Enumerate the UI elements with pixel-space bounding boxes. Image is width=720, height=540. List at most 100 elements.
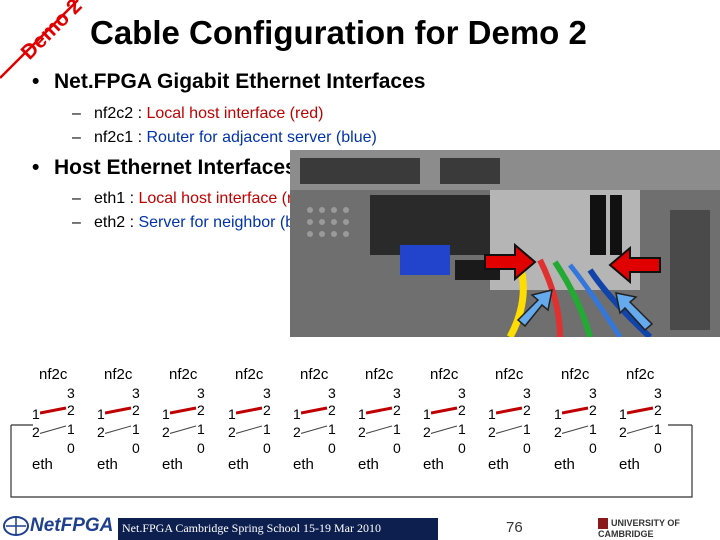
bullet-dot: • xyxy=(32,156,40,179)
bullet-dot: • xyxy=(32,70,40,93)
nf-port-0: 0 xyxy=(393,440,401,456)
university-logo: UNIVERSITY OF CAMBRIDGE xyxy=(598,518,720,539)
eth-label: eth xyxy=(358,456,379,473)
eth-port-1: 1 xyxy=(97,406,105,422)
eth-port-2: 2 xyxy=(554,424,562,440)
eth-label: eth xyxy=(228,456,249,473)
eth-port-1: 1 xyxy=(293,406,301,422)
eth-port-2: 2 xyxy=(97,424,105,440)
eth-port-2: 2 xyxy=(619,424,627,440)
nf2c1-desc: Router for adjacent server (blue) xyxy=(146,129,377,146)
nf-port-0: 0 xyxy=(67,440,75,456)
dash: – xyxy=(72,105,81,122)
eth-label: eth xyxy=(97,456,118,473)
red-local-link xyxy=(105,406,132,434)
netfpga-logo-icon xyxy=(3,516,29,536)
sub-bullet-eth1: –eth1 : Local host interface (red) xyxy=(72,190,315,208)
red-local-link xyxy=(496,406,523,434)
eth-label: eth xyxy=(293,456,314,473)
nf-port-1: 1 xyxy=(197,421,205,437)
eth-port-1: 1 xyxy=(358,406,366,422)
nf-port-3: 3 xyxy=(589,385,597,401)
nf-port-0: 0 xyxy=(132,440,140,456)
nf2c1-key: nf2c1 : xyxy=(94,129,147,146)
red-local-link xyxy=(170,406,197,434)
nf-port-0: 0 xyxy=(197,440,205,456)
nf-port-0: 0 xyxy=(328,440,336,456)
nf-port-2: 2 xyxy=(654,402,662,418)
nf-port-0: 0 xyxy=(263,440,271,456)
nf-port-1: 1 xyxy=(589,421,597,437)
eth-port-2: 2 xyxy=(488,424,496,440)
nf-port-3: 3 xyxy=(132,385,140,401)
blue-arrow-right xyxy=(615,292,654,332)
sub-bullet-eth2: –eth2 : Server for neighbor (blue) xyxy=(72,214,321,232)
sub-bullet-nf2c1: –nf2c1 : Router for adjacent server (blu… xyxy=(72,129,377,147)
red-arrow-right xyxy=(608,245,661,285)
nf-port-1: 1 xyxy=(328,421,336,437)
nf-port-2: 2 xyxy=(197,402,205,418)
nf2c-label: nf2c xyxy=(626,366,655,383)
eth-port-1: 1 xyxy=(423,406,431,422)
eth-label: eth xyxy=(619,456,640,473)
nf-port-1: 1 xyxy=(393,421,401,437)
university-name: UNIVERSITY OF CAMBRIDGE xyxy=(598,518,680,539)
nf-port-0: 0 xyxy=(458,440,466,456)
eth2-key: eth2 : xyxy=(94,214,139,231)
eth-label: eth xyxy=(554,456,575,473)
eth-port-2: 2 xyxy=(162,424,170,440)
nf-port-3: 3 xyxy=(393,385,401,401)
nf2c-label: nf2c xyxy=(430,366,459,383)
eth-port-2: 2 xyxy=(423,424,431,440)
netfpga-logo: NetFPGA xyxy=(30,515,114,536)
eth-port-2: 2 xyxy=(293,424,301,440)
red-local-link xyxy=(431,406,458,434)
eth1-key: eth1 : xyxy=(94,190,139,207)
eth1-desc: Local host interface (red) xyxy=(138,190,316,207)
footer-text: Net.FPGA Cambridge Spring School 15-19 M… xyxy=(122,521,381,535)
nf-port-2: 2 xyxy=(458,402,466,418)
eth-port-2: 2 xyxy=(358,424,366,440)
nf-port-3: 3 xyxy=(523,385,531,401)
eth-port-1: 1 xyxy=(619,406,627,422)
nf-port-0: 0 xyxy=(523,440,531,456)
nf2c-label: nf2c xyxy=(365,366,394,383)
blue-arrow-left xyxy=(516,288,553,328)
crest-icon xyxy=(598,518,608,529)
dash: – xyxy=(72,190,81,207)
eth-label: eth xyxy=(32,456,53,473)
nf-port-1: 1 xyxy=(654,421,662,437)
nf-port-3: 3 xyxy=(458,385,466,401)
eth-port-1: 1 xyxy=(228,406,236,422)
eth-port-1: 1 xyxy=(488,406,496,422)
nf-port-1: 1 xyxy=(523,421,531,437)
bullet-host-heading: Host Ethernet Interfaces xyxy=(54,156,297,179)
dash: – xyxy=(72,214,81,231)
nf2c-label: nf2c xyxy=(561,366,590,383)
bullet-netfpga-heading: Net.FPGA Gigabit Ethernet Interfaces xyxy=(54,70,426,93)
eth-port-2: 2 xyxy=(32,424,40,440)
eth-label: eth xyxy=(488,456,509,473)
nf-port-2: 2 xyxy=(589,402,597,418)
nf-port-1: 1 xyxy=(67,421,75,437)
nf-port-1: 1 xyxy=(458,421,466,437)
nf2c-label: nf2c xyxy=(495,366,524,383)
nf-port-3: 3 xyxy=(197,385,205,401)
eth2-desc: Server for neighbor (blue) xyxy=(138,214,321,231)
dash: – xyxy=(72,129,81,146)
eth-port-2: 2 xyxy=(228,424,236,440)
nf-port-3: 3 xyxy=(654,385,662,401)
nf2c-label: nf2c xyxy=(104,366,133,383)
nf2c-label: nf2c xyxy=(235,366,264,383)
red-local-link xyxy=(301,406,328,434)
red-local-link xyxy=(366,406,393,434)
nf-port-0: 0 xyxy=(654,440,662,456)
red-local-link xyxy=(562,406,589,434)
demo-badge: Demo 2 xyxy=(0,0,87,82)
